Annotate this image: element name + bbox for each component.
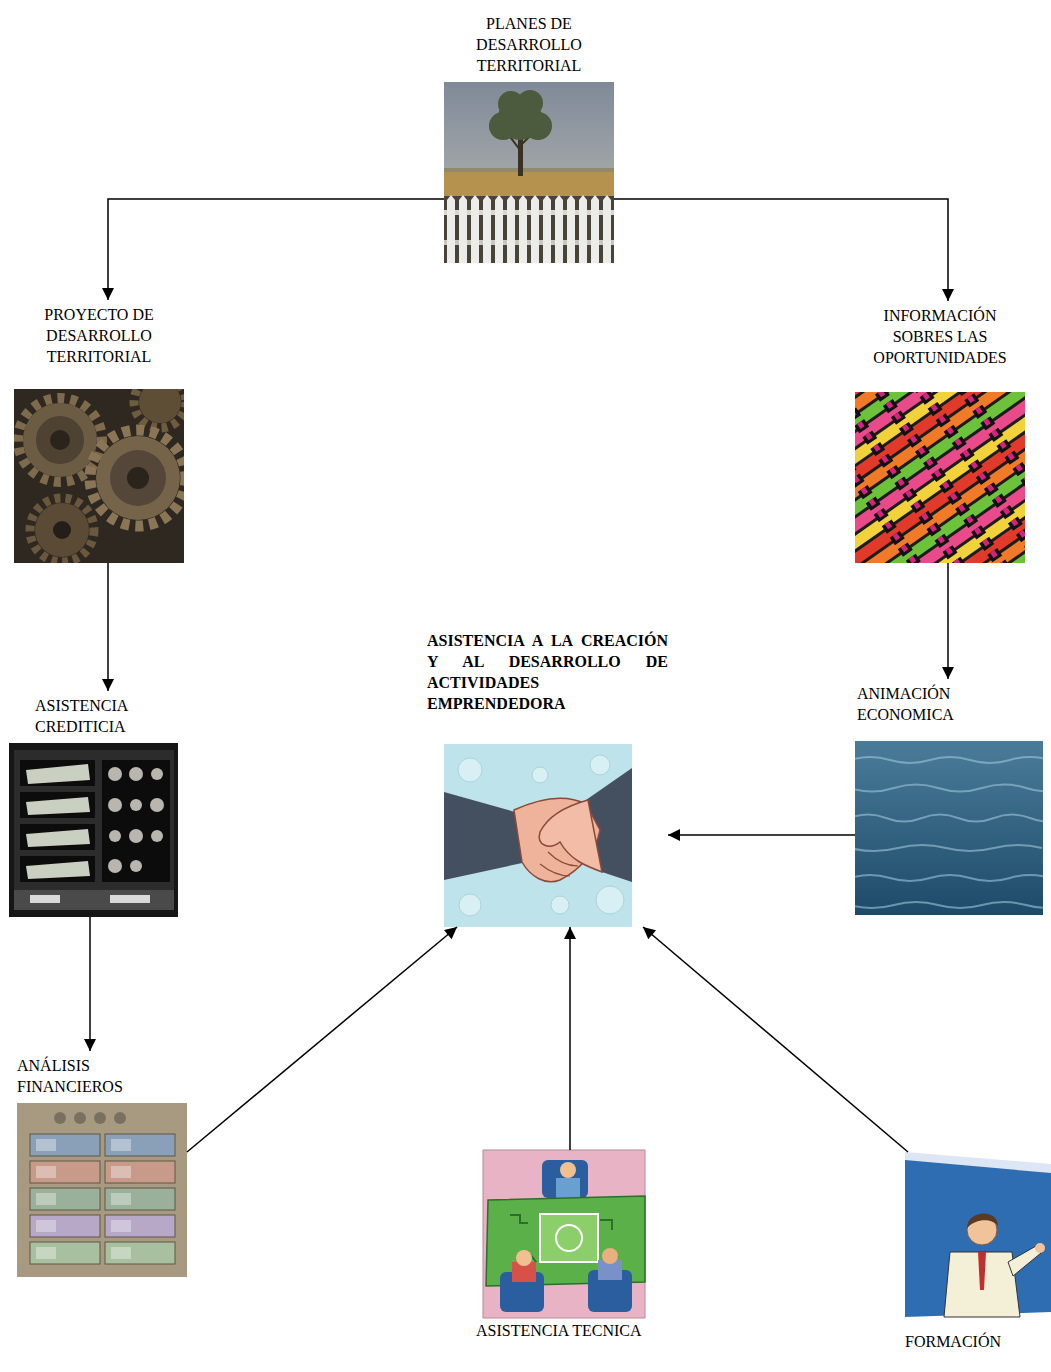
- weave-photo: [855, 392, 1025, 563]
- node-label: PLANES DE DESARROLLO TERRITORIAL: [444, 9, 614, 76]
- node-label: PROYECTO DE DESARROLLO TERRITORIAL: [14, 300, 184, 367]
- picture-node: ANIMACIÓN ECONOMICA: [855, 679, 1043, 915]
- picture-node: ASISTENCIA TECNICA: [476, 1150, 645, 1341]
- flow-arrow: [108, 199, 444, 300]
- picture-node: FORMACIÓN: [900, 1152, 1046, 1352]
- flow-arrow: [668, 834, 855, 836]
- node-label: ASISTENCIA CREDITICIA: [9, 691, 178, 737]
- node-label: ANÁLISIS FINANCIEROS: [15, 1051, 187, 1097]
- node-label: ASISTENCIA TECNICA: [476, 1320, 645, 1341]
- picture-node: ASISTENCIA A LA CREACIÓN Y AL DESARROLLO…: [427, 626, 668, 927]
- gears-photo: [14, 389, 184, 563]
- cash-drawer-photo: [9, 743, 178, 917]
- flow-arrow: [187, 927, 457, 1152]
- banknotes-photo: [17, 1103, 187, 1277]
- meeting-clipart: [483, 1150, 645, 1318]
- flow-arrow: [643, 927, 908, 1152]
- flow-arrow: [107, 563, 109, 691]
- picture-node: PROYECTO DE DESARROLLO TERRITORIAL: [14, 300, 184, 563]
- flow-arrow: [569, 927, 571, 1150]
- flow-arrow: [89, 917, 91, 1051]
- water-photo: [855, 741, 1043, 915]
- handshake-clipart: [444, 744, 632, 927]
- picture-node: ANÁLISIS FINANCIEROS: [15, 1051, 187, 1277]
- flow-arrow: [947, 563, 949, 679]
- node-label: ASISTENCIA A LA CREACIÓN Y AL DESARROLLO…: [427, 626, 668, 714]
- picture-node: ASISTENCIA CREDITICIA: [9, 691, 178, 917]
- node-label: INFORMACIÓN SOBRES LAS OPORTUNIDADES: [855, 301, 1025, 368]
- node-label: FORMACIÓN: [900, 1331, 1046, 1352]
- tree-fence-photo: [444, 82, 614, 263]
- node-label: ANIMACIÓN ECONOMICA: [855, 679, 1043, 725]
- flow-arrow: [614, 199, 948, 301]
- teacher-clipart: [905, 1152, 1051, 1317]
- picture-node: INFORMACIÓN SOBRES LAS OPORTUNIDADES: [855, 301, 1025, 563]
- picture-node: PLANES DE DESARROLLO TERRITORIAL: [444, 9, 614, 263]
